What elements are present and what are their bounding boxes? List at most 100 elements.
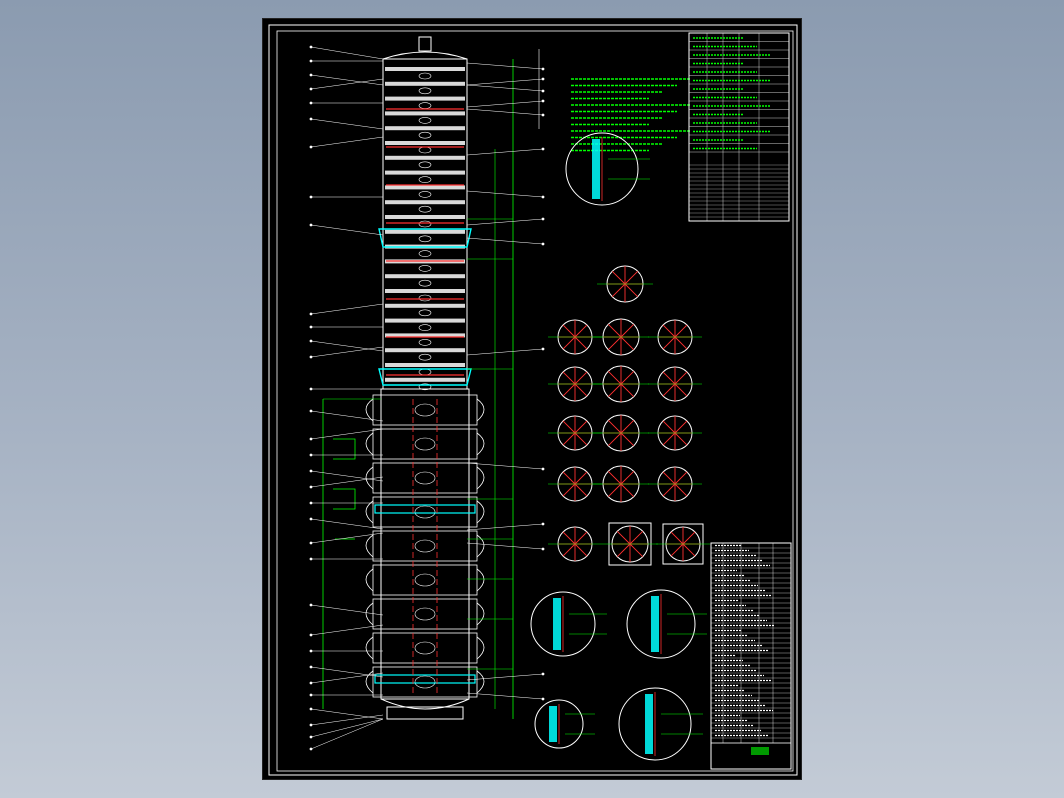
flange-spoke <box>607 336 622 351</box>
flange-spoke <box>620 432 635 447</box>
leader-dot <box>309 633 313 637</box>
detail-circle <box>565 132 639 206</box>
leader-line <box>466 108 544 116</box>
leader-dot <box>309 387 313 391</box>
detail-section <box>651 596 659 652</box>
leader-dot <box>541 99 545 103</box>
flange-spoke <box>562 336 576 350</box>
tray <box>385 96 465 101</box>
leader-dot <box>541 113 545 117</box>
leader-dot <box>541 67 545 71</box>
side-bulge <box>365 670 374 694</box>
leader-dot <box>309 723 313 727</box>
leader-dot <box>541 147 545 151</box>
manhole <box>418 339 432 346</box>
manhole <box>418 72 432 80</box>
leader-dot <box>541 89 545 93</box>
side-bulge <box>476 398 485 422</box>
leader-dot <box>309 87 313 91</box>
leader-dot <box>309 603 313 607</box>
leader-line <box>466 78 544 86</box>
flange-spoke <box>682 531 696 545</box>
stage-manhole <box>414 573 436 587</box>
flange-spoke <box>574 420 588 434</box>
flange-spoke <box>562 324 576 338</box>
stage-manhole <box>414 437 436 451</box>
leader-line <box>310 46 384 60</box>
leader-line <box>466 673 544 681</box>
detail-circle <box>534 699 584 749</box>
tray <box>385 377 465 382</box>
stage-box <box>372 428 478 460</box>
leader-line <box>310 672 384 684</box>
manhole <box>418 176 432 183</box>
manhole <box>418 265 432 272</box>
detail-circle <box>618 687 692 761</box>
flange-spoke <box>662 471 676 485</box>
leader-line <box>466 542 544 550</box>
flange-spoke <box>574 324 588 338</box>
leader-line <box>310 428 384 440</box>
stage-box <box>372 496 478 528</box>
flange-spoke <box>620 419 635 434</box>
leader-dot <box>309 195 313 199</box>
manhole <box>418 87 432 95</box>
leader-dot <box>309 325 313 329</box>
flange-spoke <box>620 370 635 385</box>
side-bulge <box>476 432 485 456</box>
flange-spoke <box>620 483 635 498</box>
tray <box>385 333 465 338</box>
tray <box>385 185 465 190</box>
leader-line <box>310 340 384 352</box>
leader-line <box>310 224 384 236</box>
lower-shell <box>380 388 470 700</box>
tray <box>385 200 465 205</box>
flange-spoke <box>607 419 622 434</box>
flange-spoke <box>662 336 676 350</box>
cyan-band <box>374 504 476 514</box>
flange-spoke <box>662 432 676 446</box>
tray <box>385 81 465 86</box>
leader-dot <box>541 347 545 351</box>
flange-spoke <box>662 324 676 338</box>
leader-dot <box>541 242 545 246</box>
leader-line <box>310 78 384 90</box>
leader-line <box>466 148 544 156</box>
leader-dot <box>309 747 313 751</box>
tray <box>385 155 465 160</box>
top-head <box>382 51 468 60</box>
skirt <box>386 706 464 720</box>
leader-line <box>310 666 384 678</box>
manhole <box>418 309 432 317</box>
flange-spoke <box>662 420 676 434</box>
leader-dot <box>309 469 313 473</box>
detail-circle <box>530 591 596 657</box>
manhole <box>418 102 432 109</box>
leader-dot <box>309 355 313 359</box>
manhole <box>418 117 432 124</box>
flange-spoke <box>607 432 622 447</box>
flange-spoke <box>670 543 684 557</box>
tray <box>385 348 465 353</box>
side-bulge <box>365 602 374 626</box>
tray <box>385 215 465 219</box>
side-bulge <box>476 602 485 626</box>
flange-spoke <box>562 483 576 497</box>
leader-dot <box>309 649 313 653</box>
manhole <box>418 383 432 391</box>
detail-circle <box>626 589 696 659</box>
leader-line <box>466 348 544 356</box>
manhole <box>418 235 432 243</box>
leader-line <box>310 718 384 738</box>
flange-spoke <box>574 371 588 385</box>
flange-spoke <box>670 531 684 545</box>
tray <box>385 303 465 308</box>
detail-section <box>592 139 600 199</box>
inner-frame <box>276 30 794 772</box>
leader-dot <box>541 672 545 676</box>
stage-manhole <box>414 641 436 655</box>
leader-dot <box>309 693 313 697</box>
flange-spoke <box>620 470 635 485</box>
tray <box>385 111 465 116</box>
flange-spoke <box>574 531 588 545</box>
